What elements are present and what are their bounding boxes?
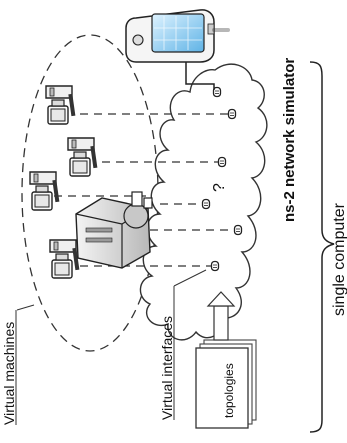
virtual-machines-label: Virtual machines [1, 322, 17, 425]
input-arrow-icon [206, 291, 236, 341]
computer-icon [29, 171, 61, 211]
interface-icon [217, 156, 227, 168]
server-icon [75, 191, 153, 269]
topologies-label: topologies [222, 363, 236, 418]
interface-icon [233, 224, 243, 236]
single-computer-label: single computer [331, 202, 347, 316]
interface-icon [201, 198, 211, 210]
interface-icon [210, 260, 220, 272]
virtual-interfaces-label: Virtual interfaces [159, 316, 175, 420]
unknown-mark: ? [211, 183, 228, 192]
topologies-document-icon [195, 339, 257, 429]
interface-icon [227, 108, 237, 120]
pda-device-icon [125, 9, 230, 63]
computer-icon [49, 239, 81, 279]
pda-link [185, 62, 215, 90]
computer-icon [45, 85, 77, 125]
computer-icon [67, 137, 99, 177]
dashed-links [54, 113, 238, 267]
single-computer-brace [309, 61, 335, 433]
simulator-label: ns-2 network simulator [281, 58, 298, 222]
